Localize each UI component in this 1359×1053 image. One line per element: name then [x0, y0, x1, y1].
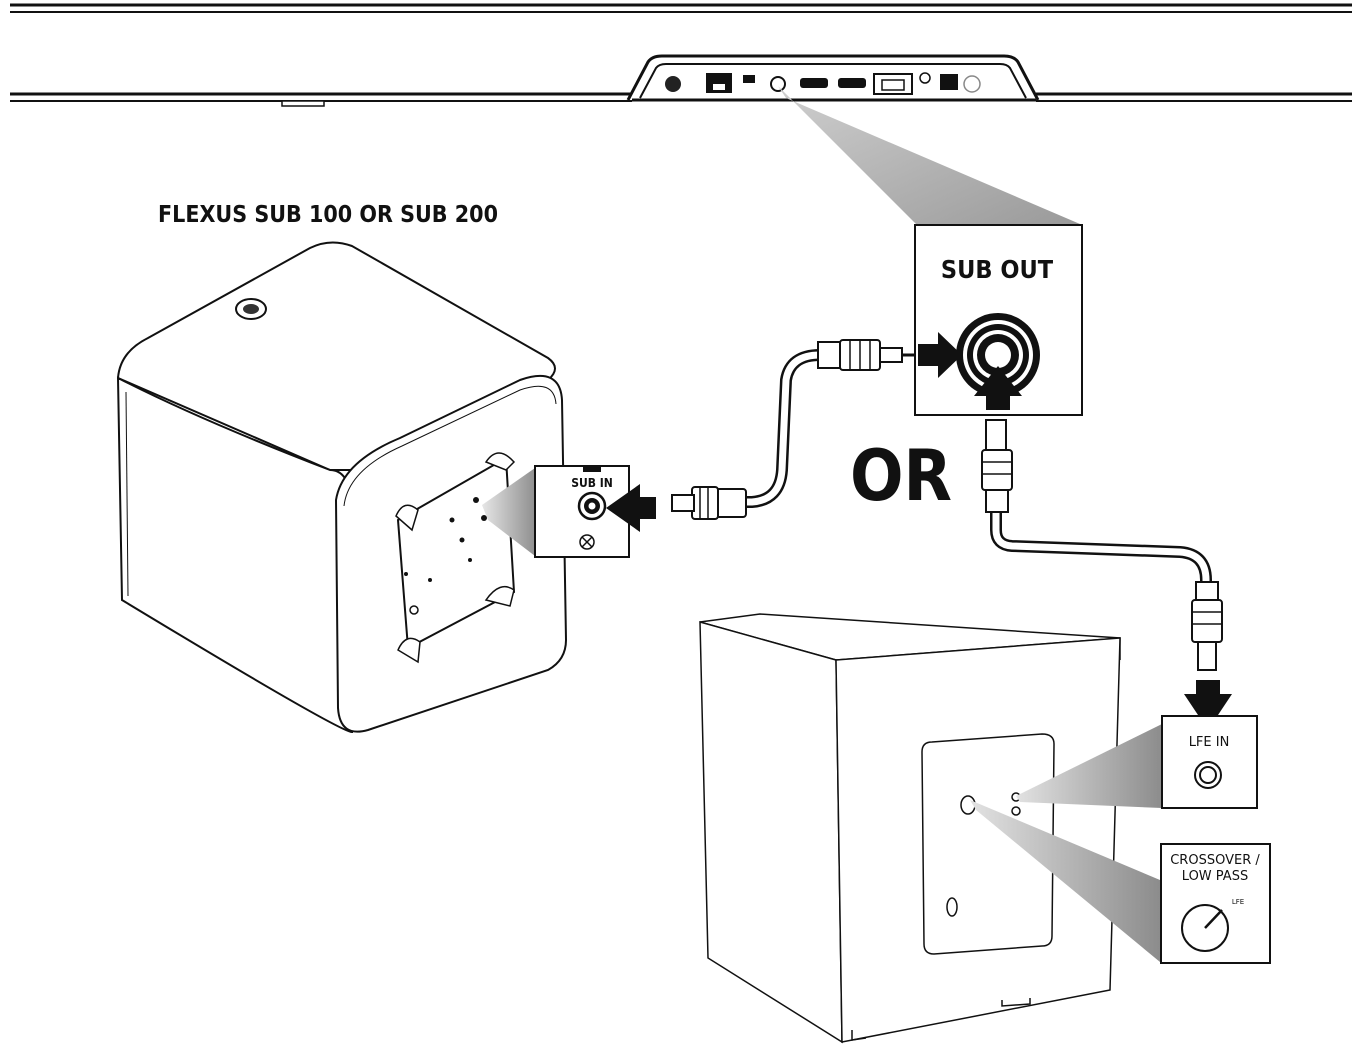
- flexus-sub-title: FLEXUS SUB 100 OR SUB 200: [158, 202, 498, 228]
- crossover-zoom-cone: [970, 800, 1160, 962]
- sub-in-screw-icon: [579, 534, 595, 550]
- generic-subwoofer: [699, 613, 1121, 1044]
- knob-small-icon: [960, 795, 976, 815]
- usb-port-icon: [743, 75, 755, 83]
- lfe-in-zoom-cone: [1016, 724, 1162, 808]
- arrow-into-sub-in-icon: [606, 484, 656, 532]
- soundbar: [10, 3, 1352, 107]
- lfe-in-callout: LFE IN: [1161, 715, 1258, 809]
- sub-in-jack-icon: [577, 491, 607, 521]
- rca-plug-sub-in-end: [671, 486, 747, 520]
- arrow-into-sub-out-icon: [918, 332, 962, 378]
- knob-mark-label: LFE: [1232, 898, 1244, 906]
- ethernet-port-icon: [706, 73, 732, 93]
- sub-in-label: SUB IN: [571, 476, 613, 490]
- arrow-up-into-sub-out-icon: [974, 366, 1022, 410]
- sub-in-zoom-cone: [482, 468, 535, 556]
- lfe-in-label: LFE IN: [1189, 735, 1230, 750]
- sub-out-zoom-cone: [778, 86, 1080, 224]
- soundbar-connector-panel: [626, 54, 1040, 102]
- flexus-subwoofer: [116, 241, 568, 734]
- crossover-label-line2: LOW PASS: [1182, 869, 1248, 884]
- or-label: OR: [850, 435, 952, 517]
- rca-plug-lfe-in-end: [1191, 581, 1223, 671]
- hdmi-arc-port-icon: [838, 78, 866, 88]
- arrow-down-into-lfe-in-icon: [1184, 680, 1232, 730]
- sub-out-label: SUB OUT: [941, 255, 1054, 284]
- power-switch-icon: [946, 897, 958, 917]
- rca-cable-to-generic-sub: [981, 419, 1223, 671]
- generic-sub-rear-panel: [921, 733, 1055, 955]
- service-port-icon: [940, 74, 958, 90]
- rca-plug-sub-out-end: [817, 339, 903, 371]
- button-icon: [919, 72, 931, 84]
- rca-cable-to-flexus: [671, 339, 914, 520]
- lfe-in-jack-icon: [1194, 761, 1222, 789]
- ir-port-icon: [963, 75, 981, 93]
- sub-out-jack-icon: [956, 313, 1040, 397]
- rca-plug-lfe-sub-out-end: [981, 419, 1013, 513]
- power-port-icon: [665, 76, 681, 92]
- crossover-label-line1: CROSSOVER /: [1170, 853, 1260, 868]
- hdmi-port-icon: [800, 78, 828, 88]
- crossover-knob-icon: [1181, 904, 1229, 952]
- crossover-callout: CROSSOVER / LOW PASS LFE: [1160, 843, 1271, 964]
- sub-out-port-icon: [770, 76, 786, 92]
